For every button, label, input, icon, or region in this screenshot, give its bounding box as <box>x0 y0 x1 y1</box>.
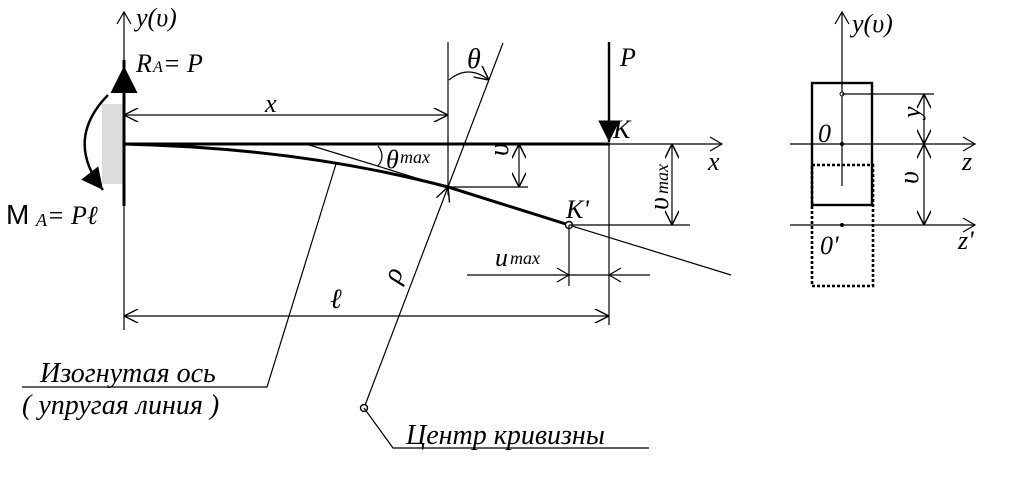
reaction-equals: = P <box>163 49 203 78</box>
beam-view: y(υ) R A = P M A = Pℓ x x P K θ max <box>6 3 732 451</box>
point-k-label: K <box>612 115 632 144</box>
moment-equals: = Pℓ <box>47 201 98 230</box>
elastic-line <box>123 142 570 227</box>
y-axis-left-label: y(υ) <box>133 3 177 32</box>
section-y-axis-label: y(υ) <box>849 9 893 38</box>
section-y-dimension-label: y <box>897 106 926 121</box>
v-max-label: υ <box>644 197 675 210</box>
tangent-line <box>305 143 732 276</box>
x-axis-label: x <box>707 147 720 176</box>
section-origin-prime-label: 0' <box>820 231 839 260</box>
section-v-dimension-label: υ <box>894 171 925 184</box>
section-origin-label: 0 <box>818 119 831 148</box>
rho-line <box>363 187 448 409</box>
wall-support <box>102 104 124 184</box>
section-z-prime-label: z' <box>957 226 974 255</box>
section-z-axis-label: z <box>961 147 972 176</box>
theta-max-label: θ <box>386 145 399 174</box>
theta-arc <box>448 72 489 80</box>
v-label: υ <box>484 143 515 156</box>
theta-label: θ <box>467 44 481 75</box>
load-label: P <box>619 43 636 72</box>
normal-line <box>447 42 504 188</box>
rho-label: ρ <box>376 263 410 288</box>
curvature-center-label: Центр кривизны <box>405 420 605 451</box>
length-label: ℓ <box>330 284 342 315</box>
moment-label: M <box>6 199 29 230</box>
deflected-axis-caption-1: Изогнутая ось <box>39 358 216 389</box>
theta-max-subscript: max <box>400 147 430 167</box>
curvature-center-leader <box>363 407 649 449</box>
reaction-subscript: A <box>152 59 163 76</box>
point-k-prime-label: K' <box>565 195 589 224</box>
moment-arrow <box>81 94 109 191</box>
u-max-label: u <box>495 243 508 272</box>
reaction-label: R <box>135 49 152 78</box>
x-dimension-label: x <box>264 89 277 118</box>
cross-section-view: y(υ) z 0 z' 0' y υ <box>790 9 977 288</box>
moment-subscript: A <box>35 210 48 230</box>
deflected-axis-caption-2: ( упругая линия ) <box>22 390 219 421</box>
elastic-line-leader <box>22 163 337 388</box>
u-max-subscript: max <box>510 248 540 268</box>
v-max-subscript: max <box>652 164 672 194</box>
